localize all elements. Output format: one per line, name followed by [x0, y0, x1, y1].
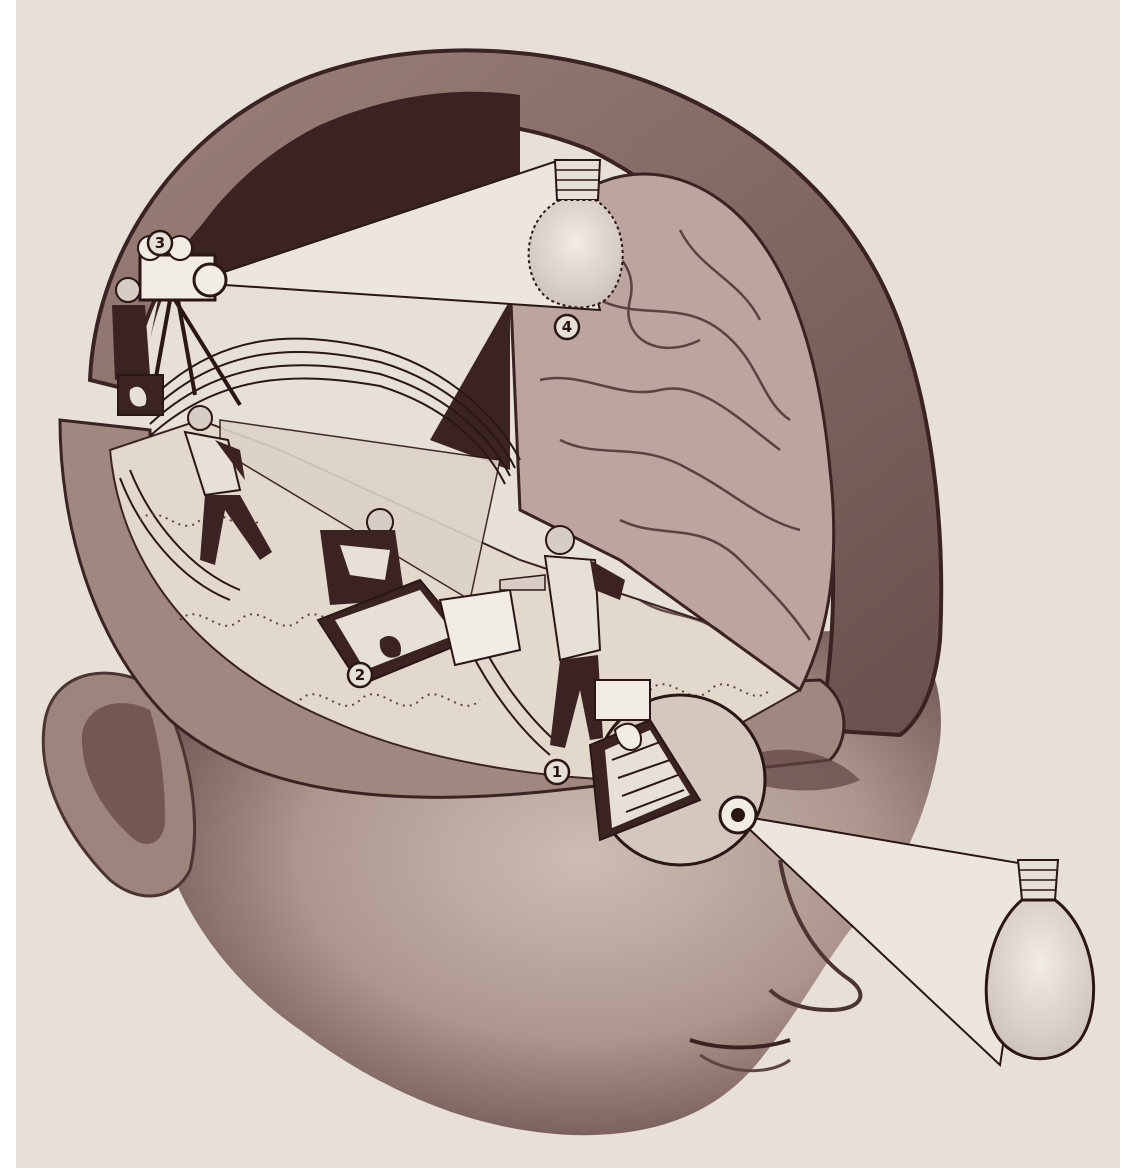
marker-4: 4	[555, 315, 579, 339]
marker-3-label: 3	[155, 234, 165, 252]
marker-1: 1	[545, 760, 569, 784]
marker-4-label: 4	[562, 318, 572, 336]
marker-3: 3	[148, 231, 172, 255]
marker-2-label: 2	[355, 666, 365, 684]
marker-1-label: 1	[552, 763, 562, 781]
marker-2: 2	[348, 663, 372, 687]
